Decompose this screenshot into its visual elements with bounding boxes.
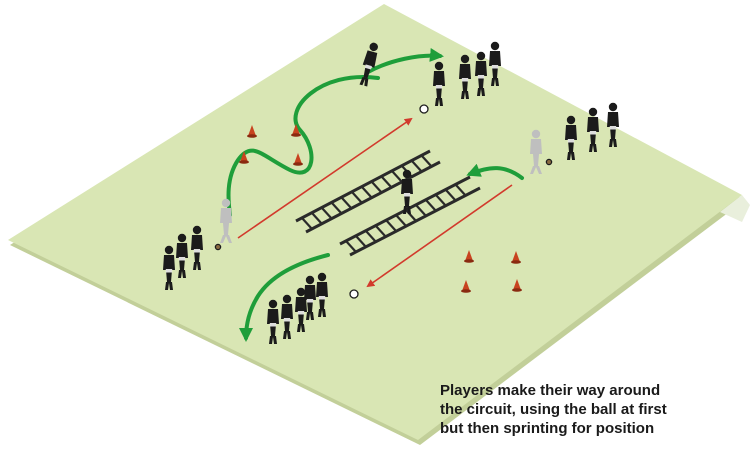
caption-line-1: Players make their way around xyxy=(440,382,661,399)
ball-top xyxy=(419,104,429,114)
ball-left xyxy=(214,243,222,251)
green-arrows xyxy=(226,48,524,342)
caption-line-3: but then sprinting for position xyxy=(440,420,655,437)
caption-line-2: the circuit, using the ball at first xyxy=(440,401,667,418)
red-arrows xyxy=(237,117,513,288)
red-arrow-upper xyxy=(237,117,413,239)
agility-ladder-upper xyxy=(295,149,441,234)
green-arrow-top xyxy=(226,74,380,217)
green-arrow-bottom xyxy=(239,253,330,342)
balls xyxy=(214,104,553,299)
red-arrow-lower xyxy=(366,184,513,288)
ball-bottom xyxy=(349,289,359,299)
agility-ladder-lower xyxy=(339,175,481,257)
green-arrow-top-run xyxy=(366,48,444,74)
diagram-caption: Players make their way around the circui… xyxy=(440,381,745,438)
green-arrow-right xyxy=(466,163,524,180)
ball-right xyxy=(545,158,553,166)
